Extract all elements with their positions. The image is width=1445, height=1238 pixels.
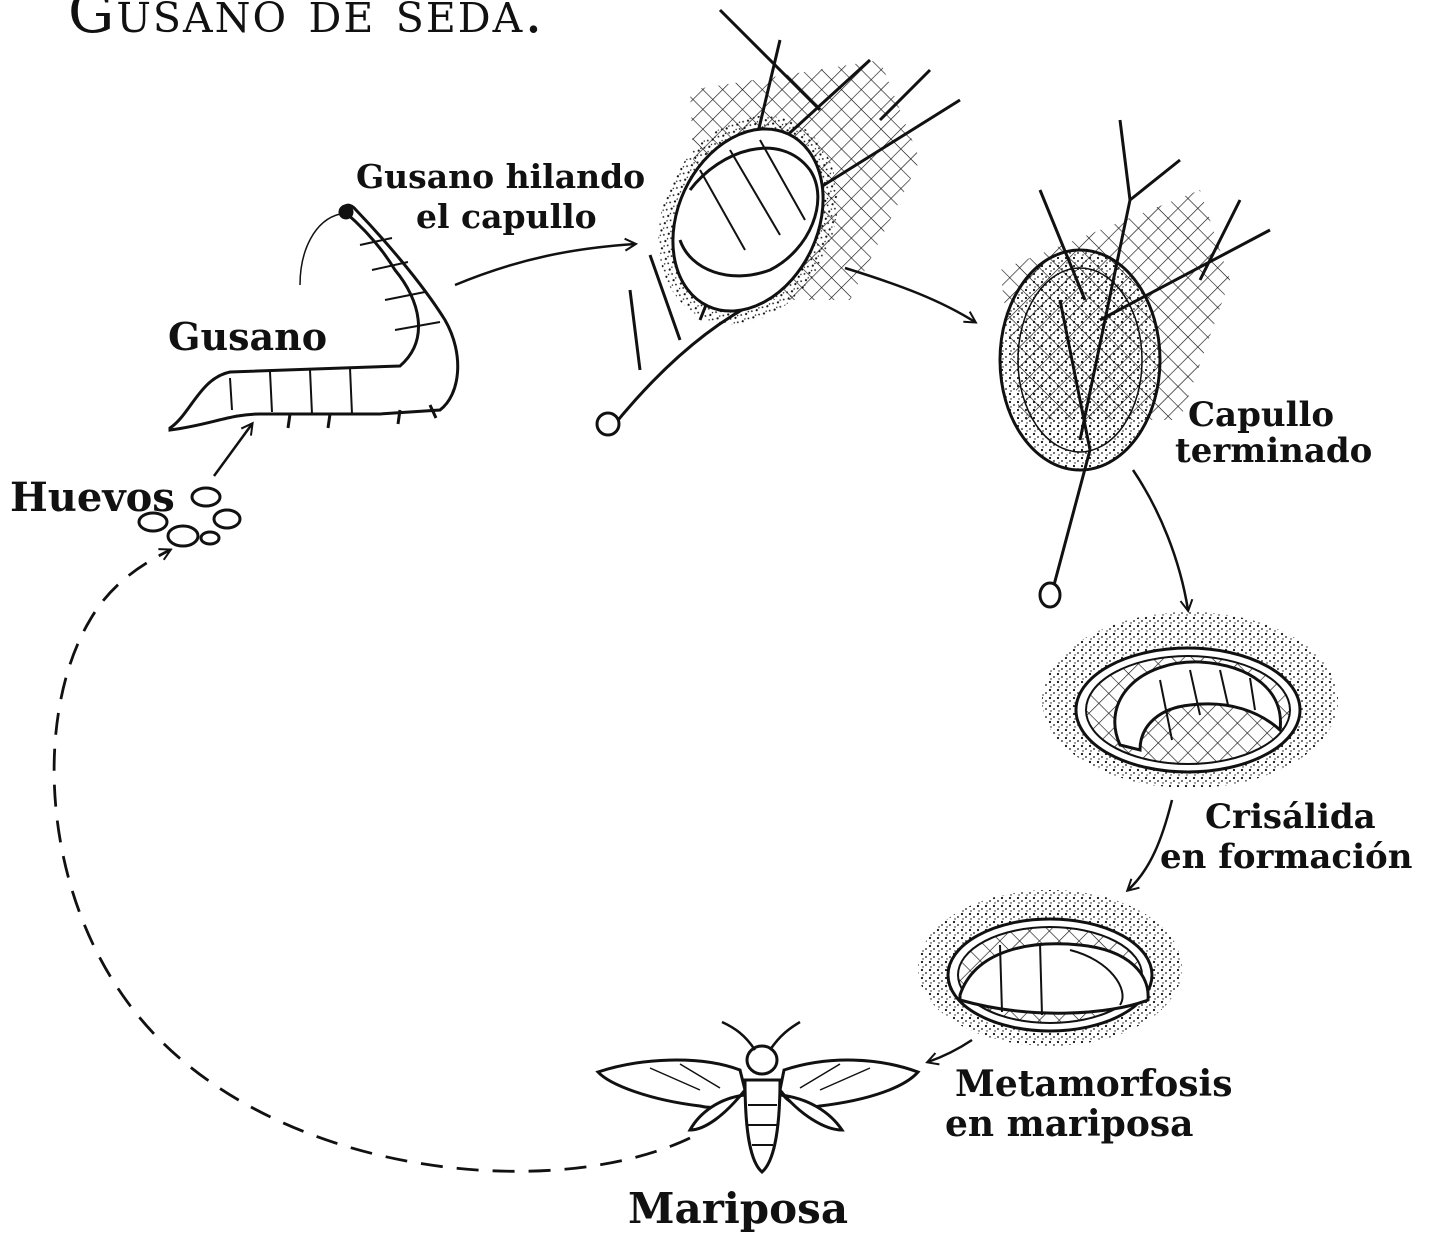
arrow-worm-to-spinning xyxy=(455,244,635,285)
label-crisalida-line2: en formación xyxy=(1160,840,1412,874)
label-hilando-line1: Gusano hilando xyxy=(356,160,645,193)
finished-cocoon-illustration xyxy=(1000,120,1270,607)
arrow-metamorphosis-to-moth xyxy=(928,1040,972,1062)
label-metamorfosis-line1: Metamorfosis xyxy=(955,1066,1233,1102)
metamorphosis-illustration xyxy=(918,890,1182,1046)
label-crisalida-line1: Crisálida xyxy=(1205,800,1376,834)
spinning-cocoon-illustration xyxy=(597,10,960,435)
arrow-moth-to-eggs-dashed xyxy=(54,550,690,1171)
label-gusano: Gusano xyxy=(168,318,327,356)
label-mariposa: Mariposa xyxy=(628,1188,848,1230)
label-capullo-line2: terminado xyxy=(1175,434,1372,468)
label-hilando-line2: el capullo xyxy=(416,200,597,233)
page-title: Gusano de seda. xyxy=(68,0,545,46)
arrow-spinning-to-finished xyxy=(845,268,975,322)
chrysalis-forming-illustration xyxy=(1042,612,1338,788)
moth-illustration xyxy=(598,1022,918,1172)
label-metamorfosis-line2: en mariposa xyxy=(945,1106,1193,1142)
arrow-eggs-to-worm xyxy=(214,424,252,476)
label-capullo-line1: Capullo xyxy=(1188,398,1334,432)
label-huevos: Huevos xyxy=(10,478,175,518)
arrow-finished-to-chrysalis xyxy=(1133,470,1188,610)
